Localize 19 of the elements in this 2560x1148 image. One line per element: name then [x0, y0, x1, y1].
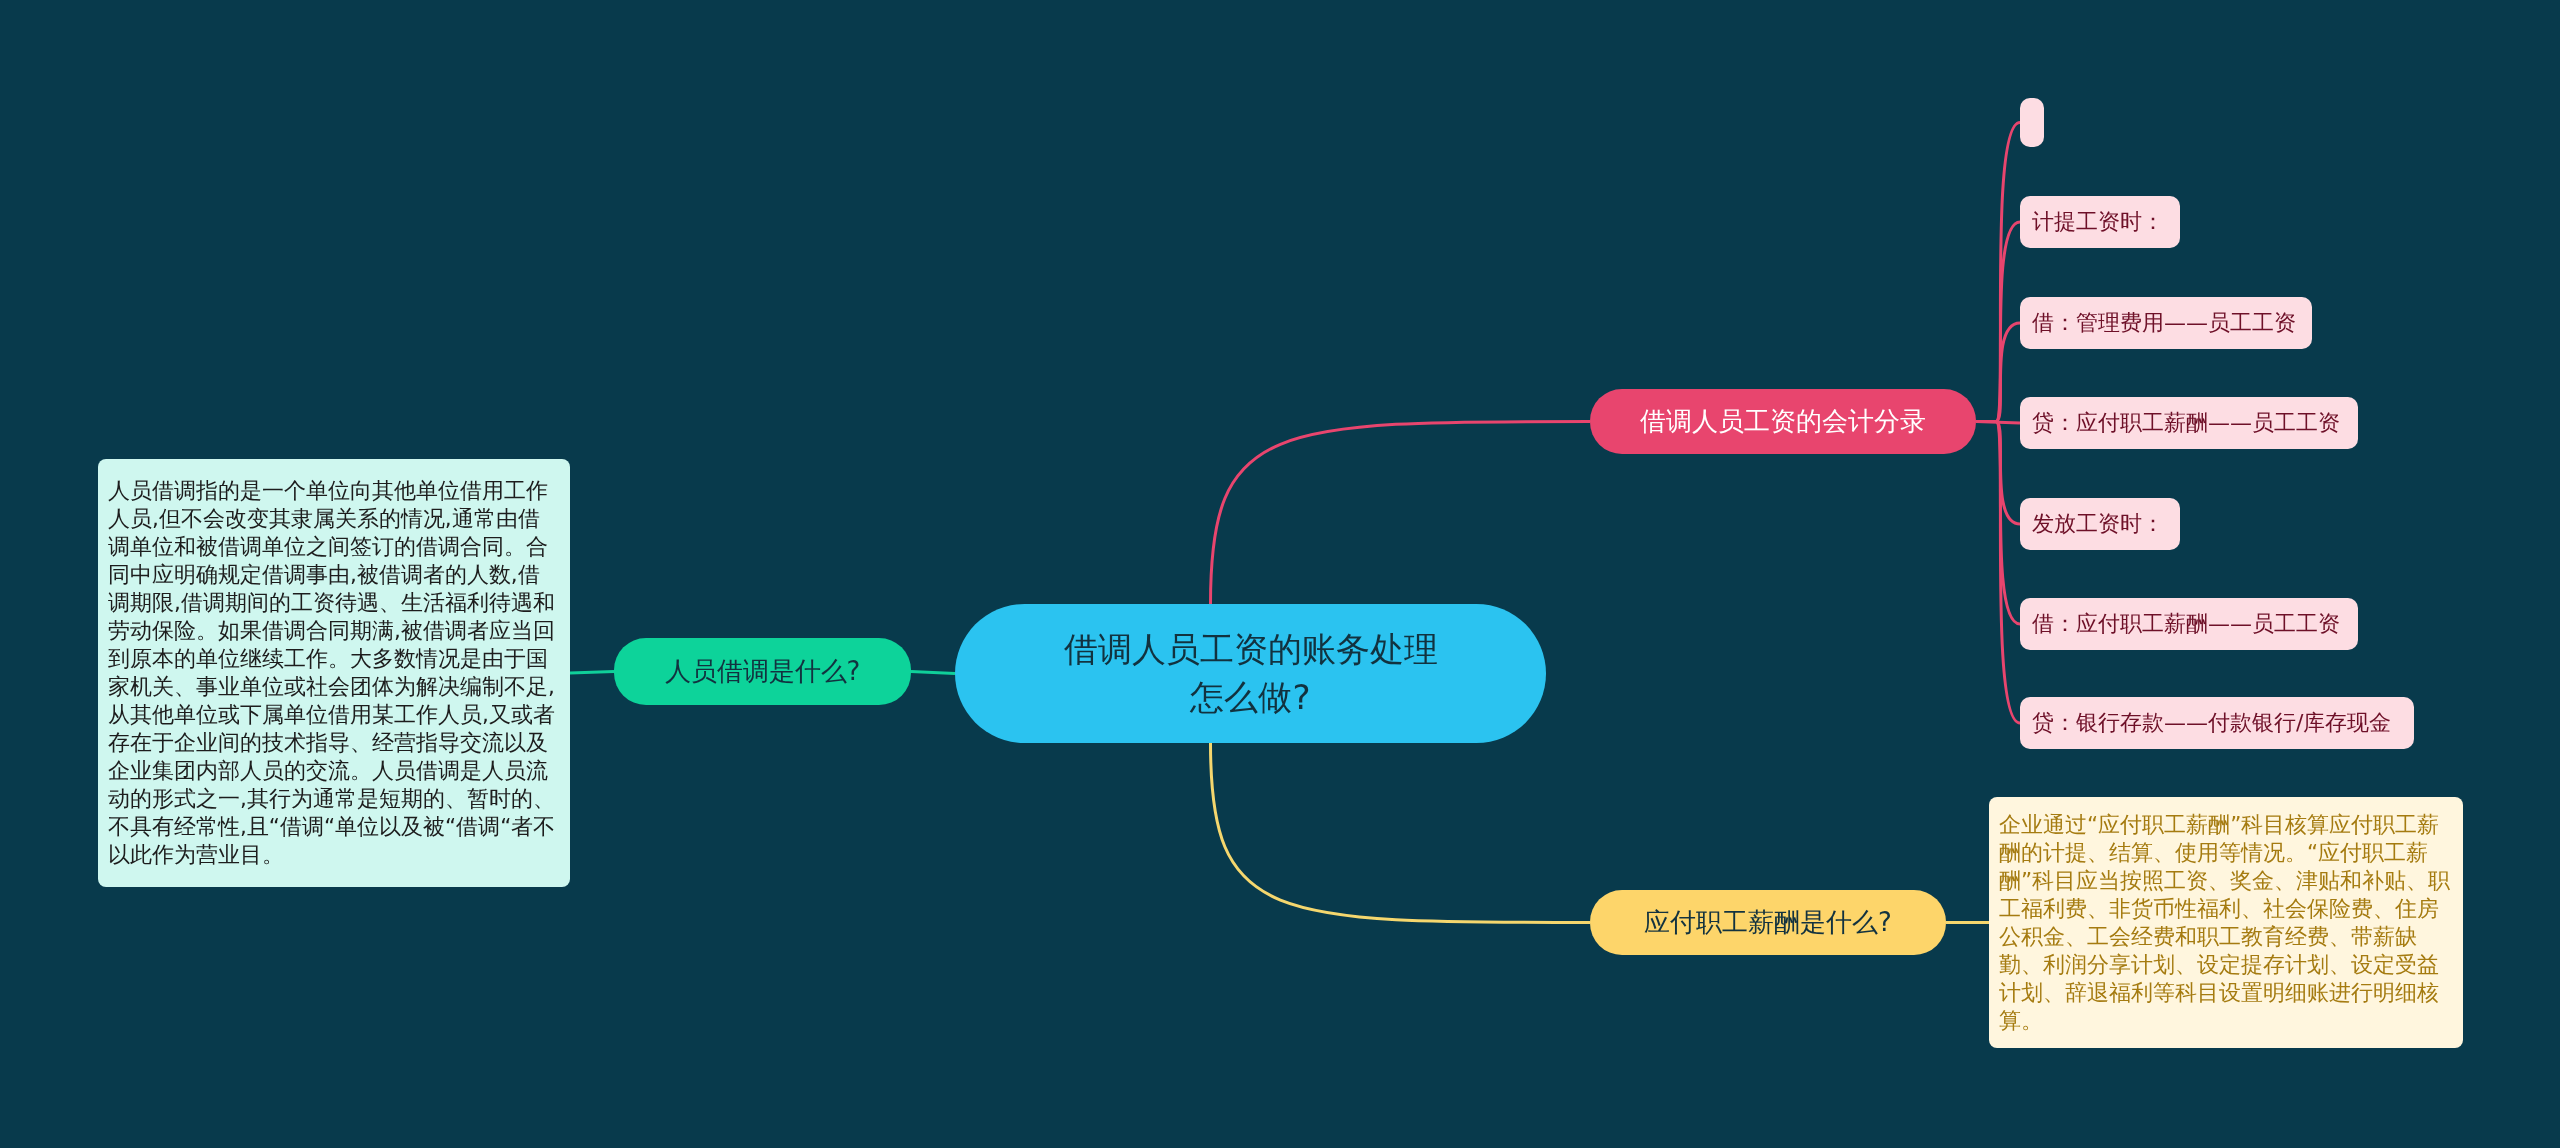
connector-line [1946, 921, 1989, 924]
subtopic: 借：管理费用——员工工资 [2020, 297, 2312, 349]
branch-topic: 应付职工薪酬是什么? [1590, 890, 1946, 955]
connector-line [910, 670, 956, 675]
connector-line [569, 670, 615, 675]
subtopic: 贷：银行存款——付款银行/库存现金 [2020, 697, 2414, 749]
subtopic: 贷：应付职工薪酬——员工工资 [2020, 397, 2358, 449]
branch-topic: 人员借调是什么? [614, 638, 911, 705]
subtopic: 计提工资时： [2020, 196, 2180, 248]
note-card: 人员借调指的是一个单位向其他单位借用工作人员,但不会改变其隶属关系的情况,通常由借调单位和被借调单位之间签订的借调合同。合同中应明确规定借调事由,被借调者的人数,借调期限,借调期间的工资待遇、生活福利待遇和劳动保险。如果借调合同期满,被借调者应当回到原本的单位继续工作。大多数情况是由于国家机关、事业单位或社会团体为解决编制不足,从其他单位或下属单位借用某工作人员,又或者存在于企业间的技术指导、经营指导交流以及企业集团内部人员的交流。人员借调是人员流动的形式之一,其行为通常是短期的、暂时的、不具有经常性,且“借调“单位以及被“借调“者不以此作为营业目。 [98, 459, 570, 887]
branch-topic: 借调人员工资的会计分录 [1590, 389, 1976, 454]
note-card: 企业通过“应付职工薪酬”科目核算应付职工薪酬的计提、结算、使用等情况。“应付职工薪酬”科目应当按照工资、奖金、津贴和补贴、职工福利费、非货币性福利、社会保险费、住房公积金、工会经费和职工教育经费、带薪缺勤、利润分享计划、设定提存计划、设定受益计划、辞退福利等科目设置明细账进行明细核算。 [1989, 797, 2463, 1048]
connector-line [1209, 420, 1590, 605]
subtopic: 发放工资时： [2020, 498, 2180, 550]
empty-box [2020, 98, 2044, 147]
connector-line [1209, 742, 1590, 924]
subtopic: 借：应付职工薪酬——员工工资 [2020, 598, 2358, 650]
root-topic: 借调人员工资的账务处理怎么做? [955, 604, 1546, 743]
connector-line [1976, 420, 2021, 725]
